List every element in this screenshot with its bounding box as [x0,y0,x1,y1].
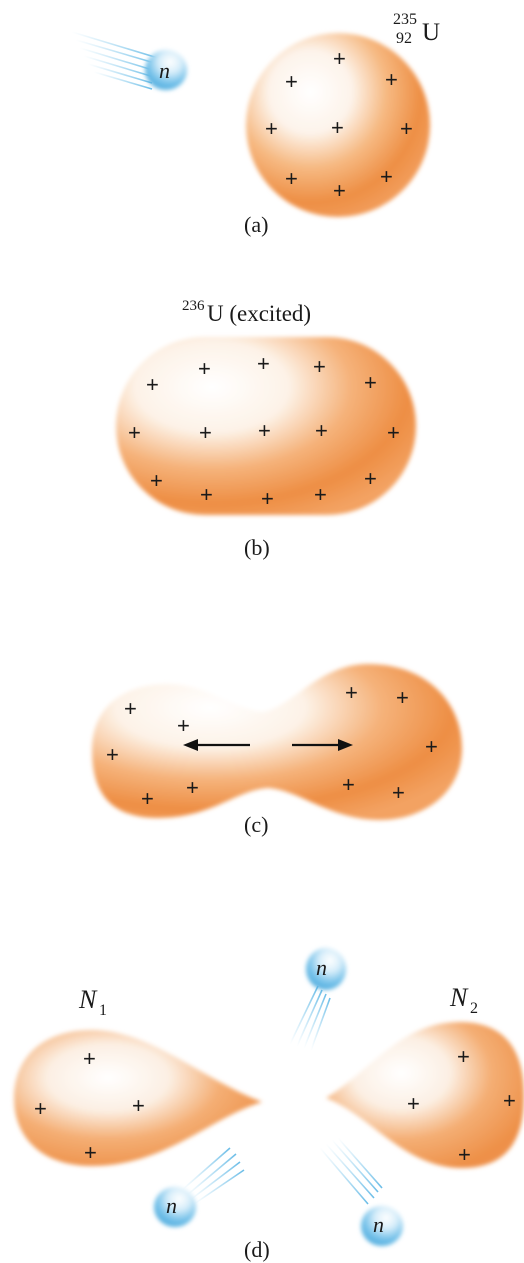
isotope-atomic-number: 92 [396,30,412,47]
proton-charge: + [186,775,199,800]
u236-title-text: U (excited) [207,301,311,326]
neutron-label: n [316,955,327,980]
panel-a: n + + + + + + + + + 235 92 U (a) [71,11,440,237]
fragment-subscript: 2 [470,1000,478,1017]
fragment-symbol: N [449,983,469,1012]
proton-charge: + [331,115,344,140]
fragment-n2-charges: + + + + [407,1044,516,1167]
neutron-ball [361,1206,403,1246]
proton-charge: + [345,680,358,705]
proton-charge: + [503,1088,516,1113]
proton-charge: + [261,486,274,511]
neutron-trail [289,985,331,1051]
proton-charge: + [150,468,163,493]
fragment-n1-charges: + + + + [34,1046,145,1165]
fragment-subscript: 1 [99,1002,107,1019]
u235-charges: + + + + + + + + + [265,46,413,203]
isotope-label-u235: 235 92 U [393,11,440,47]
released-neutron-left: n [154,1147,245,1227]
isotope-mass-number: 235 [393,11,417,28]
proton-charge: + [141,786,154,811]
neutron-ball [306,948,346,990]
caption-d: (d) [244,1237,270,1262]
proton-charge: + [342,772,355,797]
proton-charge: + [177,713,190,738]
proton-charge: + [83,1046,96,1071]
released-neutron-right: n [319,1137,403,1246]
repulsion-arrows [183,739,353,751]
u235-nucleus [246,33,430,217]
proton-charge: + [258,418,271,443]
proton-charge: + [396,685,409,710]
fragment-label-n1: N 1 [78,985,107,1019]
proton-charge: + [392,780,405,805]
incoming-neutron: n [71,31,187,90]
proton-charge: + [200,482,213,507]
neutron-ball [154,1187,196,1227]
proton-charge: + [128,420,141,445]
neutron-trail [181,1147,245,1205]
caption-b: (b) [244,535,270,560]
u236-excited-nucleus [116,337,416,515]
fragment-n1-nucleus [14,1030,262,1166]
proton-charge: + [380,164,393,189]
proton-charge: + [124,696,137,721]
proton-charge: + [333,46,346,71]
neutron-label: n [166,1193,177,1218]
proton-charge: + [333,178,346,203]
proton-charge: + [458,1142,471,1167]
proton-charge: + [364,370,377,395]
fragment-symbol: N [78,985,98,1014]
proton-charge: + [132,1093,145,1118]
proton-charge: + [285,166,298,191]
proton-charge: + [387,420,400,445]
proton-charge: + [385,67,398,92]
dumbbell-nucleus [92,664,462,820]
panel-b: 236 U (excited) + + + + + + + + + + + + … [116,298,416,560]
proton-charge: + [199,420,212,445]
u236-charges: + + + + + + + + + + + + + + + [128,351,400,511]
proton-charge: + [457,1044,470,1069]
panel-d: N 1 N 2 + + + + + + + + [14,948,524,1262]
proton-charge: + [34,1096,47,1121]
fragment-n2-nucleus [326,1022,524,1168]
proton-charge: + [146,372,159,397]
caption-a: (a) [244,212,268,237]
fragment-label-n2: N 2 [449,983,478,1017]
proton-charge: + [265,116,278,141]
panel-c: + + + + + + + + + + (c) [92,664,462,837]
proton-charge: + [314,482,327,507]
released-neutron-top: n [289,948,346,1051]
proton-charge: + [106,742,119,767]
arrow-left-icon [183,739,250,751]
proton-charge: + [407,1091,420,1116]
neutron-trail [319,1137,383,1205]
neutron-label: n [373,1212,384,1237]
proton-charge: + [364,466,377,491]
isotope-symbol: U [422,19,440,46]
proton-charge: + [285,69,298,94]
arrow-right-icon [292,739,353,751]
u236-title: 236 U (excited) [182,298,311,326]
proton-charge: + [315,418,328,443]
proton-charge: + [257,351,270,376]
proton-charge: + [313,354,326,379]
proton-charge: + [198,356,211,381]
neutron-ball [145,50,187,90]
dumbbell-charges: + + + + + + + + + + [106,680,438,811]
neutron-trail [71,31,159,90]
proton-charge: + [425,734,438,759]
u236-mass-number: 236 [182,298,205,314]
proton-charge: + [400,116,413,141]
proton-charge: + [84,1140,97,1165]
neutron-label: n [159,58,170,83]
caption-c: (c) [244,812,268,837]
